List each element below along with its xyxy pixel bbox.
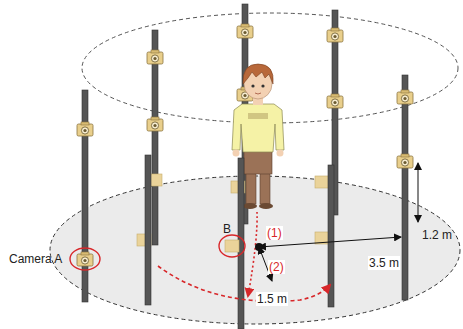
camera-label: Camera A	[8, 252, 63, 266]
motion-callout: (1)	[266, 226, 283, 240]
dimension-label: 1.2 m	[421, 228, 453, 242]
dimension-label: 3.5 m	[368, 256, 400, 270]
dimension-label: 1.5 m	[256, 292, 288, 306]
motion-callout: (2)	[268, 260, 285, 274]
camera-label: B	[222, 222, 232, 236]
